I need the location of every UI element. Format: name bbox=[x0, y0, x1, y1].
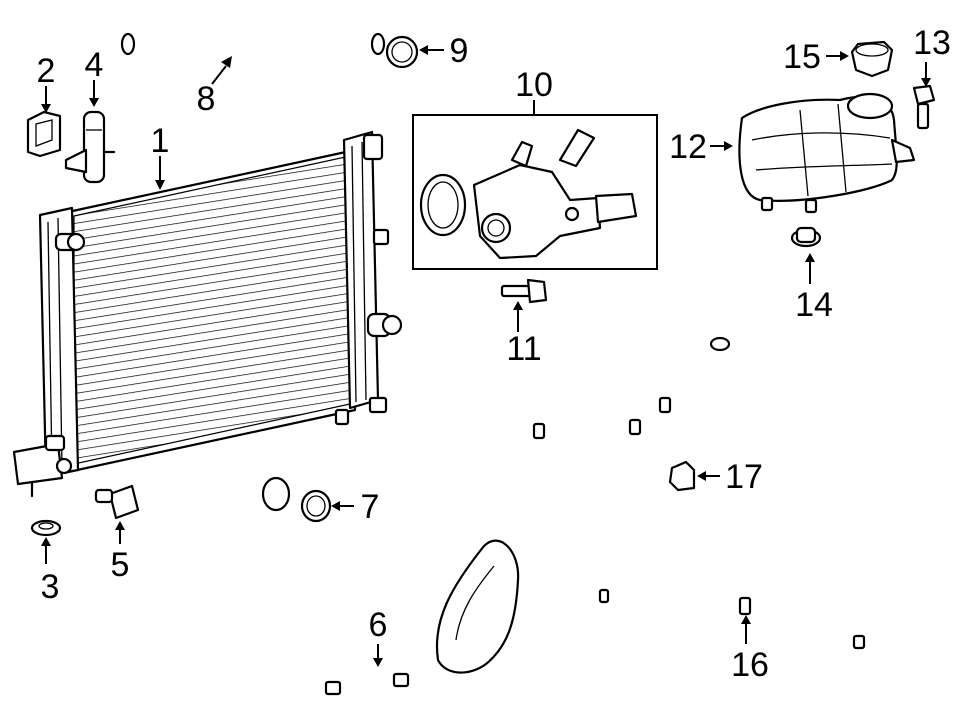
callout-reservoir-bolt: 13 bbox=[913, 24, 951, 62]
reservoir-grommet[interactable] bbox=[790, 226, 822, 248]
housing-bolt[interactable] bbox=[500, 278, 548, 304]
bracket-upper[interactable] bbox=[26, 110, 62, 158]
fan-connector[interactable] bbox=[94, 484, 140, 520]
drain-plug-fitting[interactable] bbox=[64, 110, 116, 184]
upper-hose[interactable] bbox=[120, 19, 386, 104]
heater-supply-hose[interactable] bbox=[517, 336, 731, 461]
isolator-lower[interactable] bbox=[30, 519, 62, 537]
callout-hose-cap: 17 bbox=[725, 458, 763, 496]
callout-radiator: 1 bbox=[151, 122, 170, 160]
leader-lines bbox=[41, 45, 931, 667]
lower-hose-seal[interactable] bbox=[300, 489, 332, 523]
callout-heater-hose: 16 bbox=[731, 646, 769, 684]
lower-hose[interactable] bbox=[204, 429, 523, 701]
thermostat-housing[interactable] bbox=[412, 114, 658, 270]
reservoir-cap[interactable] bbox=[850, 40, 894, 78]
radiator[interactable] bbox=[12, 130, 403, 498]
callout-upper-hose: 8 bbox=[197, 80, 216, 118]
callout-housing-bolt: 11 bbox=[506, 330, 541, 368]
callout-drain-plug-fitting: 4 bbox=[85, 46, 104, 84]
callout-thermostat-housing: 10 bbox=[515, 66, 553, 104]
callout-reservoir-grommet: 14 bbox=[795, 286, 833, 324]
heater-hose[interactable] bbox=[540, 506, 964, 703]
callout-reservoir-cap: 15 bbox=[783, 38, 821, 76]
callout-upper-hose-seal: 9 bbox=[450, 32, 469, 70]
reservoir[interactable] bbox=[738, 92, 916, 214]
callout-lower-hose-seal: 7 bbox=[361, 488, 380, 526]
hose-cap[interactable] bbox=[668, 460, 696, 492]
callout-isolator-lower: 3 bbox=[41, 568, 60, 606]
reservoir-bolt[interactable] bbox=[912, 84, 936, 130]
upper-hose-seal[interactable] bbox=[385, 35, 419, 69]
callout-labels: 1 2 4 3 5 6 7 8 9 10 11 12 13 14 15 16 1… bbox=[37, 24, 951, 684]
callout-fan-connector: 5 bbox=[111, 546, 130, 584]
callout-bracket-upper: 2 bbox=[37, 52, 56, 90]
callout-lower-hose: 6 bbox=[369, 606, 388, 644]
callout-reservoir: 12 bbox=[669, 128, 707, 166]
